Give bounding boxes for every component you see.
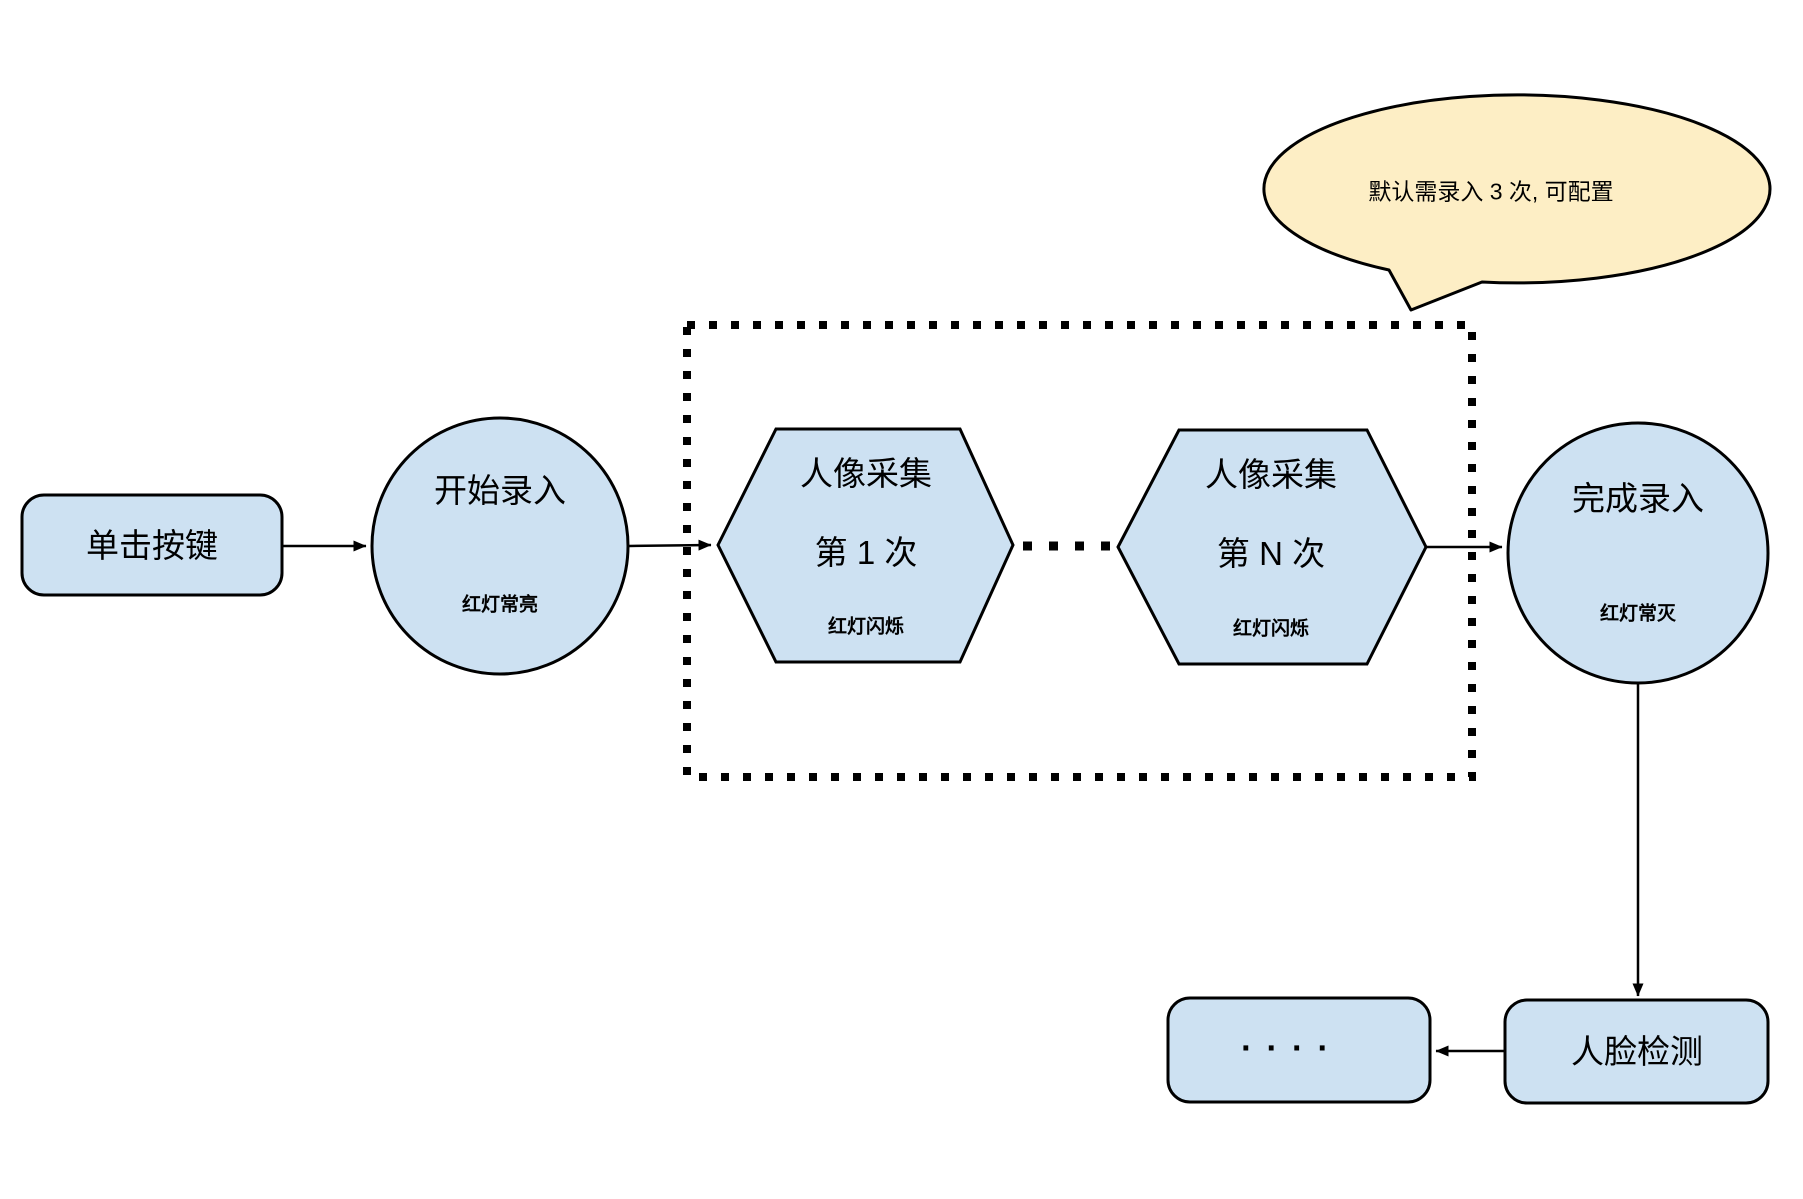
start-enroll-label: 开始录入 [434,471,566,509]
start-enroll-circle-shape [370,416,630,676]
capture-nth-count: 第 N 次 [1216,534,1326,572]
start-enroll-status: 红灯常亮 [461,594,539,616]
capture-first-count: 第 1 次 [814,533,918,571]
placeholder-shape [1166,996,1432,1104]
capture-first-status: 红灯闪烁 [827,616,905,638]
callout-bubble-shape [1262,93,1772,312]
click-button-label: 单击按键 [86,526,218,564]
capture-first-hexagon-shape [716,427,1015,664]
arrow-start-to-capture1 [628,539,712,551]
capture-group-dotted-border [683,321,1476,781]
finish-enroll-label: 完成录入 [1572,479,1704,517]
capture-nth-hexagon-shape [1116,428,1428,666]
face-detect-shape [1503,998,1770,1105]
finish-enroll-status: 红灯常灭 [1599,603,1677,625]
face-detect-label: 人脸检测 [1571,1032,1703,1070]
capture-nth-title: 人像采集 [1205,455,1337,493]
callout-bubble-text: 默认需录入 3 次, 可配置 [1368,178,1614,205]
finish-enroll-circle-shape [1506,421,1770,685]
capture-nth-status: 红灯闪烁 [1232,618,1310,640]
capture-first-title: 人像采集 [800,454,932,492]
click-button-shape [20,493,284,597]
placeholder-label: .... [1241,1020,1343,1059]
